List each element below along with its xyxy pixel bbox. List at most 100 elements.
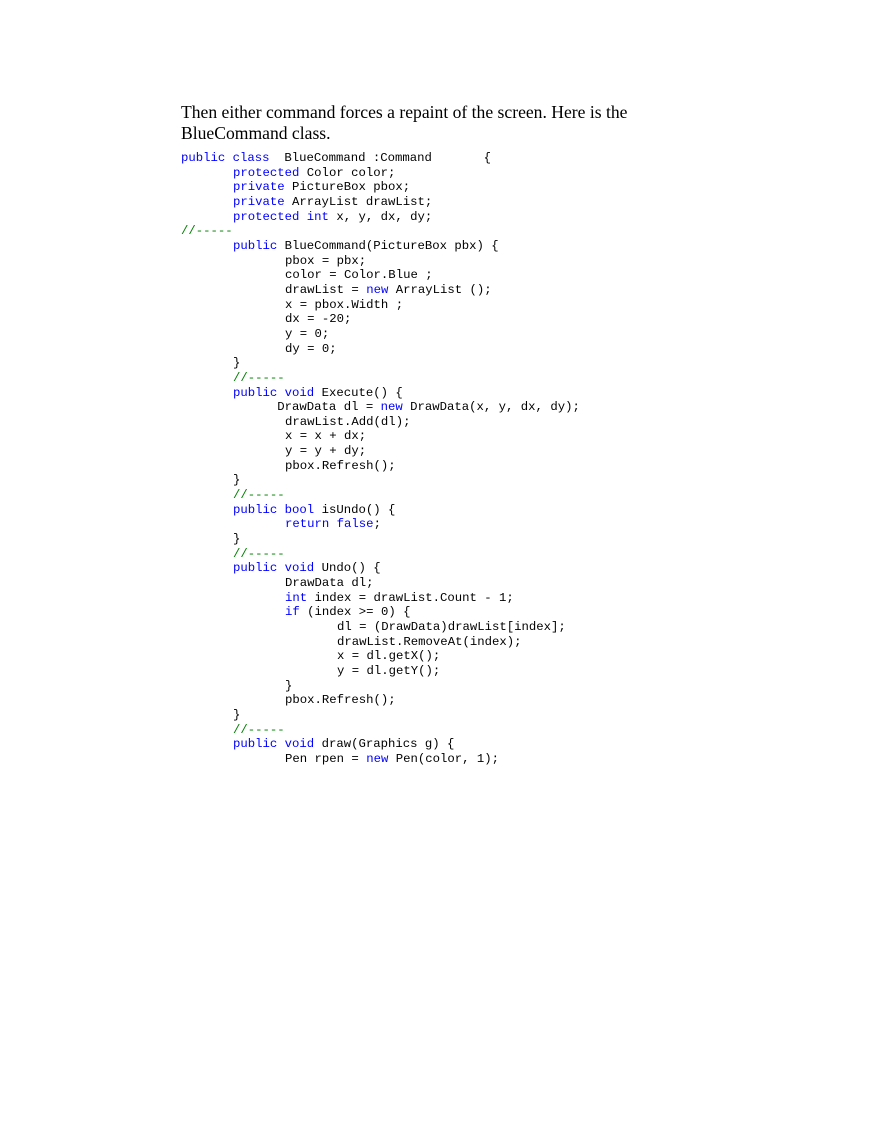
code-keyword: public void bbox=[233, 737, 315, 752]
code-line: protected int x, y, dx, dy; bbox=[181, 210, 580, 225]
code-keyword: new bbox=[366, 751, 389, 766]
code-keyword: int bbox=[285, 590, 308, 605]
code-line: //----- bbox=[181, 547, 580, 562]
code-line: } bbox=[181, 679, 580, 694]
code-line: y = dl.getY(); bbox=[181, 664, 580, 679]
code-line: x = dl.getX(); bbox=[181, 649, 580, 664]
code-text: dy = 0; bbox=[285, 341, 337, 356]
code-text: x = dl.getX(); bbox=[337, 649, 441, 664]
code-text: index = drawList.Count - 1; bbox=[307, 590, 514, 605]
code-text: Pen rpen = bbox=[285, 751, 367, 766]
code-line: y = 0; bbox=[181, 327, 580, 342]
code-keyword: public void bbox=[233, 385, 315, 400]
code-line: } bbox=[181, 473, 580, 488]
code-text: drawList.Add(dl); bbox=[285, 414, 411, 429]
code-line: DrawData dl; bbox=[181, 576, 580, 591]
code-line: //----- bbox=[181, 488, 580, 503]
code-line: return false; bbox=[181, 517, 580, 532]
code-line: } bbox=[181, 356, 580, 371]
code-text: pbox.Refresh(); bbox=[285, 458, 396, 473]
code-line: dy = 0; bbox=[181, 342, 580, 357]
code-line: x = x + dx; bbox=[181, 429, 580, 444]
code-text: } bbox=[233, 532, 241, 547]
code-line: drawList.Add(dl); bbox=[181, 415, 580, 430]
code-text: y = 0; bbox=[285, 326, 330, 341]
code-text: pbox.Refresh(); bbox=[285, 693, 396, 708]
code-text: Color color; bbox=[299, 165, 396, 180]
code-keyword: private bbox=[233, 180, 285, 195]
code-line: public class BlueCommand :Command { bbox=[181, 151, 580, 166]
code-text: x, y, dx, dy; bbox=[328, 209, 433, 224]
code-keyword: protected bbox=[233, 165, 300, 180]
code-text: } bbox=[233, 356, 241, 371]
code-line: int index = drawList.Count - 1; bbox=[181, 591, 580, 606]
code-line: //----- bbox=[181, 371, 580, 386]
code-keyword: protected int bbox=[233, 209, 329, 224]
code-text: BlueCommand(PictureBox pbx) { bbox=[277, 238, 499, 253]
code-keyword: public bbox=[233, 238, 278, 253]
code-line: if (index >= 0) { bbox=[181, 605, 580, 620]
code-line: pbox = pbx; bbox=[181, 254, 580, 269]
code-line: y = y + dy; bbox=[181, 444, 580, 459]
code-comment: //----- bbox=[233, 546, 285, 561]
code-keyword: public void bbox=[233, 561, 315, 576]
code-keyword: new bbox=[380, 400, 403, 415]
code-line: public void Undo() { bbox=[181, 561, 580, 576]
code-text: } bbox=[233, 707, 241, 722]
code-line: //----- bbox=[181, 723, 580, 738]
code-text: dx = -20; bbox=[285, 312, 352, 327]
code-comment: //----- bbox=[181, 224, 233, 239]
code-text: ArrayList (); bbox=[388, 282, 492, 297]
code-line: drawList = new ArrayList (); bbox=[181, 283, 580, 298]
code-keyword: new bbox=[366, 282, 389, 297]
code-line: private ArrayList drawList; bbox=[181, 195, 580, 210]
code-text: drawList.RemoveAt(index); bbox=[337, 634, 522, 649]
code-text: DrawData dl = bbox=[233, 400, 381, 415]
code-line: pbox.Refresh(); bbox=[181, 459, 580, 474]
code-comment: //----- bbox=[233, 722, 285, 737]
code-text: drawList = bbox=[285, 282, 367, 297]
code-line: pbox.Refresh(); bbox=[181, 693, 580, 708]
code-text: } bbox=[285, 678, 293, 693]
code-keyword: return false bbox=[285, 517, 374, 532]
code-comment: //----- bbox=[233, 370, 285, 385]
code-keyword: if bbox=[285, 605, 300, 620]
code-line: } bbox=[181, 532, 580, 547]
code-line: dx = -20; bbox=[181, 312, 580, 327]
code-line: } bbox=[181, 708, 580, 723]
code-line: x = pbox.Width ; bbox=[181, 298, 580, 313]
code-text: (index >= 0) { bbox=[299, 605, 411, 620]
code-text: y = dl.getY(); bbox=[337, 663, 441, 678]
code-text: pbox = pbx; bbox=[285, 253, 367, 268]
code-text: y = y + dy; bbox=[285, 444, 367, 459]
code-text: draw(Graphics g) { bbox=[314, 737, 455, 752]
code-line: protected Color color; bbox=[181, 166, 580, 181]
code-text: Pen(color, 1); bbox=[388, 751, 500, 766]
code-text: } bbox=[233, 473, 241, 488]
code-line: public bool isUndo() { bbox=[181, 503, 580, 518]
code-text: isUndo() { bbox=[314, 502, 396, 517]
code-line: public BlueCommand(PictureBox pbx) { bbox=[181, 239, 580, 254]
code-keyword: public bool bbox=[233, 502, 315, 517]
code-text: DrawData dl; bbox=[285, 576, 374, 591]
code-text: color = Color.Blue ; bbox=[285, 268, 433, 283]
code-keyword: private bbox=[233, 194, 285, 209]
code-keyword: public class bbox=[181, 151, 270, 165]
code-listing: public class BlueCommand :Command {prote… bbox=[181, 151, 580, 767]
code-text: PictureBox pbox; bbox=[284, 180, 411, 195]
body-paragraph: Then either command forces a repaint of … bbox=[181, 102, 628, 143]
code-text: dl = (DrawData)drawList[index]; bbox=[337, 620, 566, 634]
code-text: Undo() { bbox=[314, 561, 381, 576]
code-line: public void draw(Graphics g) { bbox=[181, 737, 580, 752]
code-line: private PictureBox pbox; bbox=[181, 180, 580, 195]
code-line: Pen rpen = new Pen(color, 1); bbox=[181, 752, 580, 767]
code-text: ArrayList drawList; bbox=[284, 194, 433, 209]
code-text: ; bbox=[373, 517, 381, 532]
code-line: DrawData dl = new DrawData(x, y, dx, dy)… bbox=[181, 400, 580, 415]
code-text: x = x + dx; bbox=[285, 429, 367, 444]
code-line: dl = (DrawData)drawList[index]; bbox=[181, 620, 580, 635]
code-line: public void Execute() { bbox=[181, 386, 580, 401]
code-line: drawList.RemoveAt(index); bbox=[181, 635, 580, 650]
code-comment: //----- bbox=[233, 488, 285, 503]
code-text: x = pbox.Width ; bbox=[285, 297, 404, 312]
